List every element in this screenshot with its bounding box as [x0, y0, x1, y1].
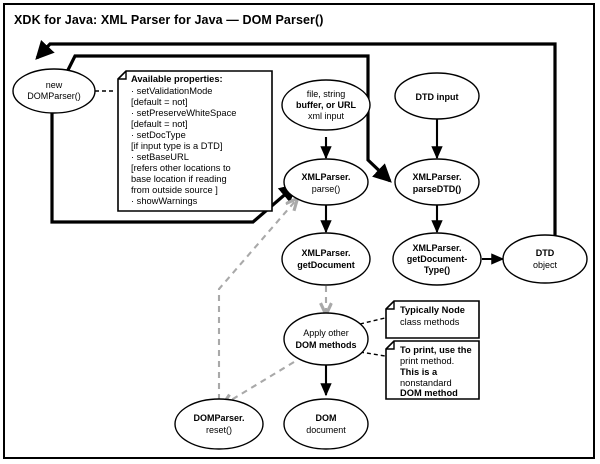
note-print-method-line-4: DOM method	[400, 388, 458, 398]
node-xmlparser-parsedtd[interactable]: XMLParser. parseDTD()	[394, 158, 480, 206]
node-dom-document[interactable]: DOM document	[283, 398, 369, 450]
note-print-method: To print, use the print method. This is …	[385, 340, 480, 400]
node-xml-input-line1: file, string	[307, 89, 346, 99]
node-dtd-input[interactable]: DTD input	[394, 72, 480, 120]
node-new-domparser-line1: new	[46, 80, 63, 90]
node-new-domparser-line2: DOMParser()	[27, 91, 81, 101]
note-properties-item-7: [refers other locations to	[131, 163, 231, 173]
link-newdomparser-to-parse	[50, 113, 298, 224]
node-apply-other-dom-methods[interactable]: Apply other DOM methods	[283, 312, 369, 366]
node-reset-line2: reset()	[206, 425, 232, 435]
node-xml-input-line3: xml input	[308, 111, 345, 121]
note-properties-item-6: · setBaseURL	[131, 152, 189, 162]
note-properties-item-9: from outside source ]	[131, 185, 218, 195]
node-new-domparser[interactable]: new DOMParser()	[12, 68, 96, 114]
note-print-method-line-2: This is a	[400, 367, 438, 377]
node-getdoctype-line1: XMLParser.	[412, 243, 461, 253]
note-node-class-methods: Typically Node class methods	[385, 300, 480, 339]
node-xmlparser-parse[interactable]: XMLParser. parse()	[283, 158, 369, 206]
node-getdocument-line1: XMLParser.	[301, 248, 350, 258]
node-domparser-reset[interactable]: DOMParser. reset()	[174, 398, 264, 450]
note-properties-item-8: base location if reading	[131, 174, 227, 184]
note-print-method-line-0: To print, use the	[400, 345, 472, 355]
note-print-method-line-1: print method.	[400, 356, 454, 366]
link-applyother-to-reset	[223, 361, 295, 405]
node-xmlparser-getdocument[interactable]: XMLParser. getDocument	[281, 232, 371, 286]
node-reset-line1: DOMParser.	[193, 413, 244, 423]
node-parse-line2: parse()	[312, 184, 341, 194]
node-xml-input[interactable]: file, string buffer, or URL xml input	[281, 79, 371, 131]
note-properties-item-4: · setDocType	[131, 130, 186, 140]
node-dtdobject-line2: object	[533, 260, 558, 270]
node-domdocument-line1: DOM	[316, 413, 337, 423]
node-dtd-input-line1: DTD input	[416, 92, 459, 102]
diagram-frame	[3, 3, 595, 459]
note-available-properties: Available properties: · setValidationMod…	[117, 70, 273, 212]
note-properties-item-1: [default = not]	[131, 97, 188, 107]
node-parse-line1: XMLParser.	[301, 172, 350, 182]
node-parsedtd-line2: parseDTD()	[413, 184, 462, 194]
node-applyother-line1: Apply other	[303, 328, 349, 338]
link-dtdobject-to-newdomparser	[35, 39, 557, 254]
note-properties-heading: Available properties:	[131, 74, 223, 84]
node-xmlparser-getdocumenttype[interactable]: XMLParser. getDocument- Type()	[392, 232, 482, 286]
node-parsedtd-line1: XMLParser.	[412, 172, 461, 182]
note-properties-item-5: [if input type is a DTD]	[131, 141, 222, 151]
node-applyother-line2: DOM methods	[295, 340, 356, 350]
leader-print-method-note	[359, 351, 386, 357]
node-getdoctype-line2: getDocument-	[407, 254, 468, 264]
note-print-method-line-3: nonstandard	[400, 378, 452, 388]
node-dtd-object[interactable]: DTD object	[502, 234, 588, 284]
note-node-methods-line-1: class methods	[400, 317, 460, 327]
node-domdocument-line2: document	[306, 425, 346, 435]
node-getdocument-line2: getDocument	[297, 260, 355, 270]
link-newdomparser-to-parsedtd	[61, 54, 392, 183]
node-getdoctype-line3: Type()	[424, 265, 450, 275]
note-node-methods-line-0: Typically Node	[400, 305, 465, 315]
note-properties-item-2: · setPreserveWhiteSpace	[131, 108, 236, 118]
leader-node-methods-note	[359, 317, 386, 325]
note-properties-item-10: · showWarnings	[131, 196, 198, 206]
node-xml-input-line2: buffer, or URL	[296, 100, 357, 110]
note-properties-item-3: [default = not]	[131, 119, 188, 129]
link-reset-to-parse	[217, 199, 297, 400]
page-title: XDK for Java: XML Parser for Java — DOM …	[14, 13, 324, 27]
note-properties-item-0: · setValidationMode	[131, 86, 212, 96]
node-dtdobject-line1: DTD	[536, 248, 555, 258]
